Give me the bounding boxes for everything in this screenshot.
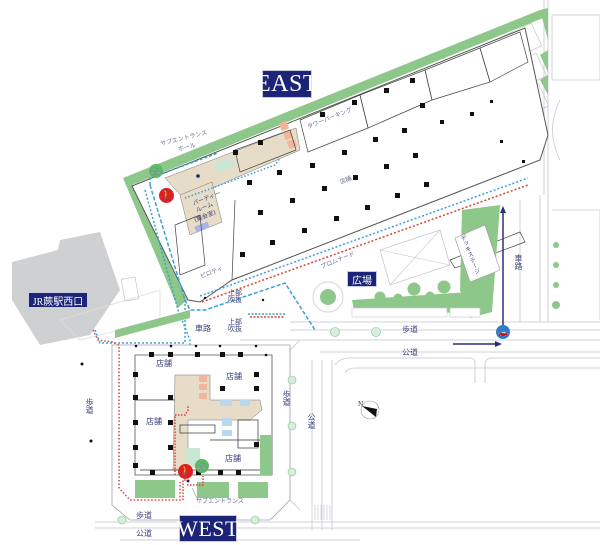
west-shop-label-3: 店舗	[146, 417, 162, 426]
sidewalk-right-label: 歩道	[282, 390, 291, 406]
sidewalk-top-label: 歩道	[402, 325, 418, 334]
west-shop-label-4: 店舗	[225, 454, 241, 463]
west-shop-label-1: 店舗	[156, 359, 172, 368]
public-road-top-label: 公道	[402, 348, 418, 357]
east-party-room	[179, 181, 223, 236]
public-road-bottom-label: 公道	[136, 529, 152, 538]
station-building	[12, 232, 120, 345]
sidewalk-left-label: 歩道	[85, 398, 94, 414]
east-label: EAST	[256, 70, 318, 98]
route-blue-east-lobby	[149, 152, 219, 185]
plaza-area	[312, 205, 501, 318]
void-upper-label-1: 上部吹抜	[228, 289, 242, 304]
north-letter: N	[358, 401, 364, 408]
route-blue-west-side	[144, 189, 191, 345]
west-sub-entrance-label: サブエントランス	[196, 498, 244, 505]
public-road-right-label: 公道	[307, 413, 316, 429]
station-label: JR蕨駅西口	[28, 292, 88, 308]
east-interior-lines	[174, 31, 529, 281]
west-greenery	[135, 435, 272, 498]
sidewalk-bottom-label: 歩道	[136, 511, 152, 520]
plaza-label: 広場	[347, 271, 377, 287]
void-upper-label-2: 上部吹抜	[228, 318, 242, 333]
carriageway-east-label: 車路	[514, 254, 523, 270]
west-shop-label-2: 店舗	[226, 372, 242, 381]
car-icon: 🚗	[496, 325, 510, 339]
street-trees	[117, 327, 381, 525]
route-red-promenade	[201, 184, 529, 303]
west-columns	[133, 352, 259, 475]
east-columns	[233, 78, 525, 257]
west-label: WEST	[177, 515, 239, 542]
north-arrow-icon	[360, 400, 380, 420]
bicycle-icon: 🚲	[149, 164, 163, 178]
right-edge-greenery	[540, 8, 560, 309]
carriageway-center-label: 車路	[195, 324, 211, 333]
pedestrian-icon: 🚶	[159, 188, 174, 203]
bicycle-icon: 🚲	[195, 459, 209, 473]
pedestrian-icon: 🚶	[178, 464, 193, 479]
